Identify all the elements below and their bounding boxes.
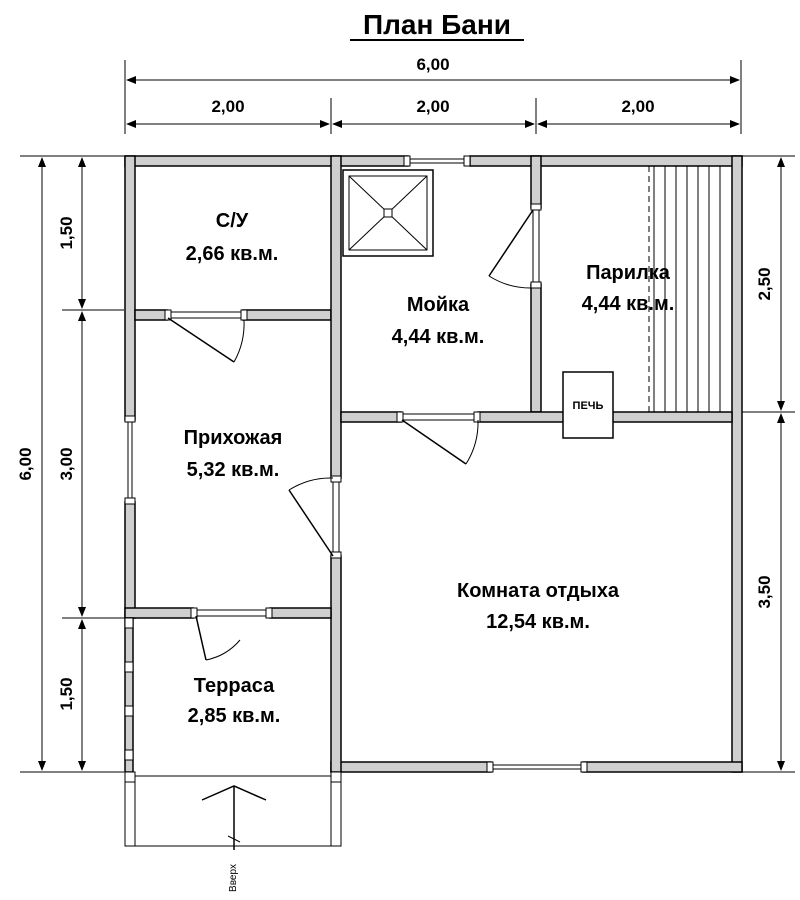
room-su-name: С/У — [216, 210, 249, 232]
dim-left-seg3: 1,50 — [57, 677, 76, 710]
dim-left-seg1: 1,50 — [57, 216, 76, 249]
dim-left-total: 6,00 — [16, 447, 35, 480]
room-labels: С/У 2,66 кв.м. Мойка 4,44 кв.м. Парилка … — [184, 210, 675, 727]
room-prihozhaya-area: 5,32 кв.м. — [187, 459, 280, 481]
room-parilka-name: Парилка — [586, 262, 671, 284]
room-komnata-area: 12,54 кв.м. — [486, 611, 590, 633]
right-dimensions: 2,50 3,50 — [742, 155, 795, 773]
stove: ПЕЧЬ — [562, 371, 614, 439]
dim-top-seg2: 2,00 — [416, 97, 449, 116]
windows — [124, 155, 588, 773]
stairs-label: Вверх — [228, 864, 239, 892]
terrace-railing — [124, 617, 134, 761]
dim-top-seg1: 2,00 — [211, 97, 244, 116]
shower-tray — [342, 169, 434, 257]
porch-stairs: Вверх — [124, 771, 342, 892]
room-moika-name: Мойка — [407, 294, 470, 316]
plan-title: План Бани — [363, 9, 511, 40]
left-dimensions: 6,00 1,50 3,00 1,50 — [16, 155, 124, 773]
dim-left-seg2: 3,00 — [57, 447, 76, 480]
dim-top-seg3: 2,00 — [621, 97, 654, 116]
room-parilka-area: 4,44 кв.м. — [582, 293, 675, 315]
room-moika-area: 4,44 кв.м. — [392, 326, 485, 348]
doors — [164, 203, 542, 661]
top-dimensions: 6,00 2,00 2,00 2,00 — [124, 55, 742, 134]
dim-top-total: 6,00 — [416, 55, 449, 74]
stove-label: ПЕЧЬ — [573, 400, 604, 412]
room-su-area: 2,66 кв.м. — [186, 243, 279, 265]
room-terrasa-name: Терраса — [194, 675, 275, 697]
dim-right-seg2: 3,50 — [755, 575, 774, 608]
room-prihozhaya-name: Прихожая — [184, 427, 283, 449]
dim-right-seg1: 2,50 — [755, 267, 774, 300]
room-terrasa-area: 2,85 кв.м. — [188, 705, 281, 727]
sauna-benches — [648, 166, 721, 412]
room-komnata-name: Комната отдыха — [457, 580, 620, 602]
